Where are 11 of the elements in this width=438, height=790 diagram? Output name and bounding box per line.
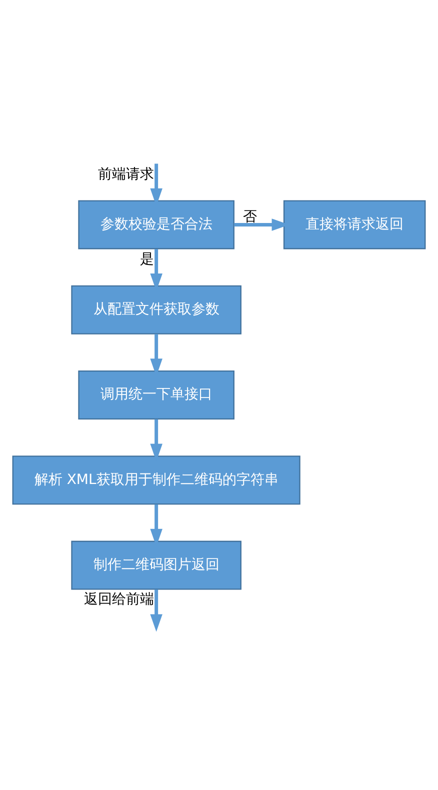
node-box: 参数校验是否合法 <box>78 200 234 250</box>
arrow <box>150 589 162 632</box>
edge-label: 否 <box>242 208 257 225</box>
edge-label: 返回给前端 <box>84 592 154 608</box>
node-box: 直接将请求返回 <box>283 200 426 250</box>
node-box: 从配置文件获取参数 <box>71 285 242 334</box>
node-box: 调用统一下单接口 <box>78 370 234 420</box>
node-box: 制作二维码图片返回 <box>71 540 242 590</box>
edge-label: 前端请求 <box>98 166 154 182</box>
edge-label: 是 <box>140 252 154 268</box>
node-box: 解析 XML获取用于制作二维码的字符串 <box>12 456 300 505</box>
